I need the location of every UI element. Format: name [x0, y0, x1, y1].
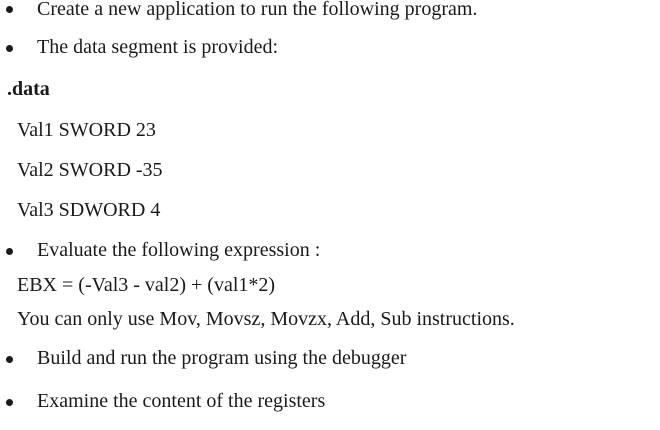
expression-line: EBX = (-Val3 - val2) + (val1*2): [17, 274, 276, 296]
bullet-icon: [6, 399, 13, 406]
code-line-val3: Val3 SDWORD 4: [17, 199, 161, 221]
bullet-icon: [6, 248, 13, 255]
bullet-item-create-app: Create a new application to run the foll…: [0, 0, 660, 21]
code-line-val1: Val1 SWORD 23: [17, 119, 156, 141]
bullet-text: Build and run the program using the debu…: [37, 347, 407, 369]
bullet-text: Create a new application to run the foll…: [37, 0, 478, 20]
bullet-text: Evaluate the following expression :: [37, 239, 321, 261]
data-directive-heading: .data: [7, 78, 50, 100]
bullet-item-examine-registers: Examine the content of the registers: [0, 389, 660, 413]
bullet-icon: [6, 356, 13, 363]
bullet-icon: [6, 45, 13, 52]
bullet-item-data-segment: The data segment is provided:: [0, 35, 660, 59]
code-line-val2: Val2 SWORD -35: [17, 159, 163, 181]
bullet-text: The data segment is provided:: [37, 36, 279, 58]
instruction-restriction: You can only use Mov, Movsz, Movzx, Add,…: [17, 308, 515, 330]
bullet-text: Examine the content of the registers: [37, 390, 326, 412]
bullet-item-build-run: Build and run the program using the debu…: [0, 346, 660, 370]
bullet-icon: [6, 6, 13, 13]
bullet-item-evaluate: Evaluate the following expression :: [0, 238, 660, 262]
